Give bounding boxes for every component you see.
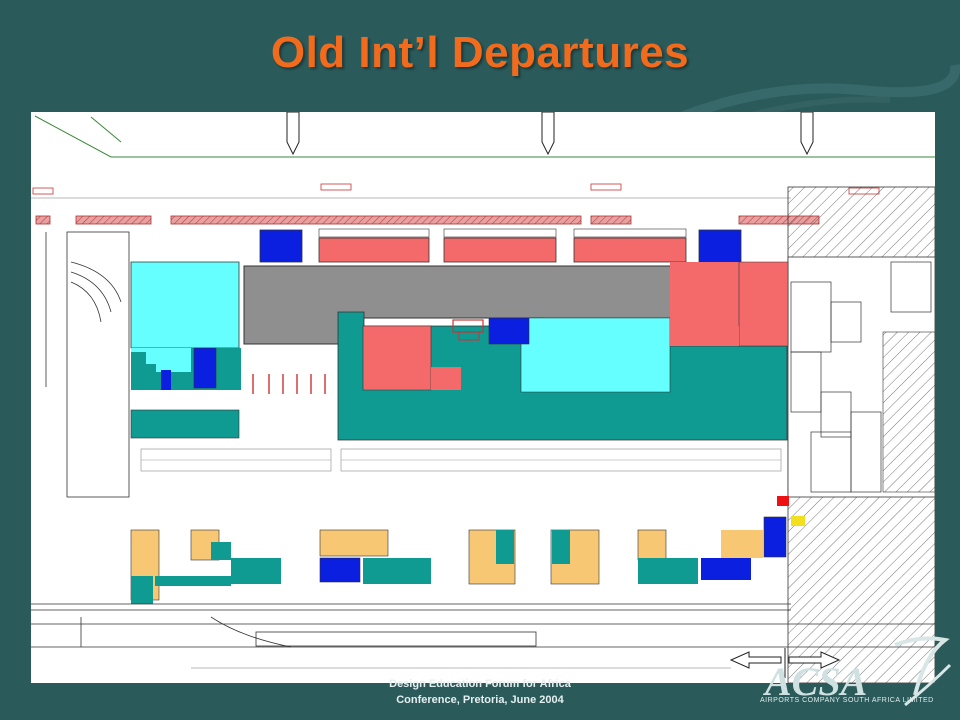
north-arrow-icon — [729, 648, 841, 678]
logo-wordmark: ACSA — [762, 659, 867, 704]
footer-text: Design Education Forum for Africa Confer… — [330, 676, 630, 708]
footer-line-2: Conference, Pretoria, June 2004 — [396, 694, 564, 706]
aircraft-stand-icons — [286, 112, 814, 156]
page-title: Old Int’l Departures — [270, 28, 690, 77]
logo-tagline: AIRPORTS COMPANY SOUTH AFRICA LIMITED — [760, 697, 934, 704]
footer-line-1: Design Education Forum for Africa — [389, 678, 571, 690]
acsa-logo: ACSA — [762, 636, 952, 707]
floor-plan — [31, 112, 935, 683]
